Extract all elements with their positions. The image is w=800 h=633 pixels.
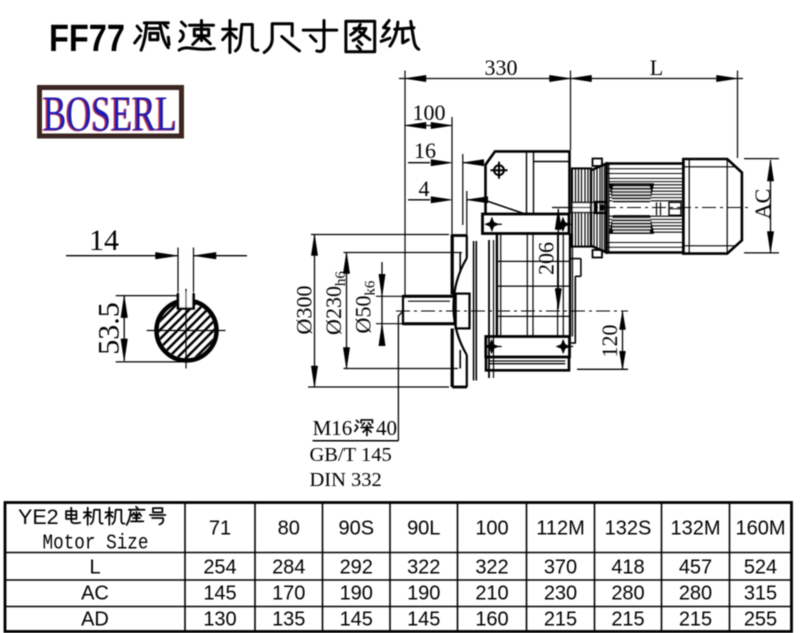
- svg-text:16: 16: [414, 138, 436, 163]
- svg-text:YE2: YE2: [18, 505, 59, 529]
- svg-text:170: 170: [272, 583, 305, 605]
- svg-text:145: 145: [203, 583, 236, 605]
- svg-text:112M: 112M: [536, 518, 585, 540]
- svg-text:524: 524: [744, 557, 777, 579]
- svg-text:Motor Size: Motor Size: [43, 533, 149, 556]
- svg-text:322: 322: [475, 557, 508, 579]
- svg-text:160: 160: [475, 609, 508, 631]
- svg-text:280: 280: [611, 583, 644, 605]
- svg-text:255: 255: [744, 609, 777, 631]
- svg-text:330: 330: [485, 55, 518, 80]
- svg-text:M16: M16: [313, 416, 353, 440]
- svg-text:BOSERL: BOSERL: [42, 86, 176, 142]
- svg-text:457: 457: [679, 557, 712, 579]
- svg-text:AC: AC: [750, 189, 775, 220]
- svg-text:DIN 332: DIN 332: [310, 469, 382, 491]
- svg-text:71: 71: [209, 518, 231, 540]
- svg-text:145: 145: [407, 609, 440, 631]
- svg-text:90L: 90L: [407, 518, 440, 540]
- svg-text:215: 215: [611, 609, 644, 631]
- svg-text:80: 80: [278, 518, 300, 540]
- svg-text:206: 206: [534, 242, 559, 275]
- svg-text:230: 230: [544, 583, 577, 605]
- svg-text:100: 100: [475, 518, 508, 540]
- svg-text:GB/T 145: GB/T 145: [310, 444, 392, 466]
- svg-text:14: 14: [89, 224, 119, 257]
- svg-text:FF77: FF77: [49, 18, 125, 60]
- svg-text:120: 120: [597, 325, 622, 358]
- svg-text:L: L: [89, 557, 100, 579]
- svg-text:254: 254: [203, 557, 236, 579]
- svg-text:132M: 132M: [670, 518, 720, 540]
- svg-text:Ø300: Ø300: [292, 286, 317, 335]
- svg-text:322: 322: [407, 557, 440, 579]
- svg-text:190: 190: [340, 583, 373, 605]
- svg-text:53.5: 53.5: [93, 302, 126, 355]
- svg-text:100: 100: [413, 100, 446, 125]
- svg-text:210: 210: [475, 583, 508, 605]
- svg-text:215: 215: [679, 609, 712, 631]
- svg-text:135: 135: [272, 609, 305, 631]
- svg-text:145: 145: [340, 609, 373, 631]
- svg-text:L: L: [650, 55, 663, 80]
- svg-text:Ø230h6: Ø230h6: [321, 271, 349, 335]
- svg-text:BOSERL: BOSERL: [43, 85, 177, 141]
- svg-text:190: 190: [407, 583, 440, 605]
- svg-text:284: 284: [272, 557, 305, 579]
- svg-text:132S: 132S: [605, 518, 652, 540]
- svg-text:AC: AC: [81, 583, 109, 605]
- svg-text:292: 292: [340, 557, 373, 579]
- svg-text:315: 315: [744, 583, 777, 605]
- svg-text:215: 215: [544, 609, 577, 631]
- svg-text:4: 4: [419, 176, 430, 201]
- svg-text:130: 130: [203, 609, 236, 631]
- svg-text:90S: 90S: [338, 518, 374, 540]
- svg-text:418: 418: [611, 557, 644, 579]
- svg-text:AD: AD: [81, 609, 109, 631]
- svg-text:160M: 160M: [735, 518, 785, 540]
- svg-text:370: 370: [544, 557, 577, 579]
- svg-text:40: 40: [376, 416, 397, 440]
- svg-text:280: 280: [679, 583, 712, 605]
